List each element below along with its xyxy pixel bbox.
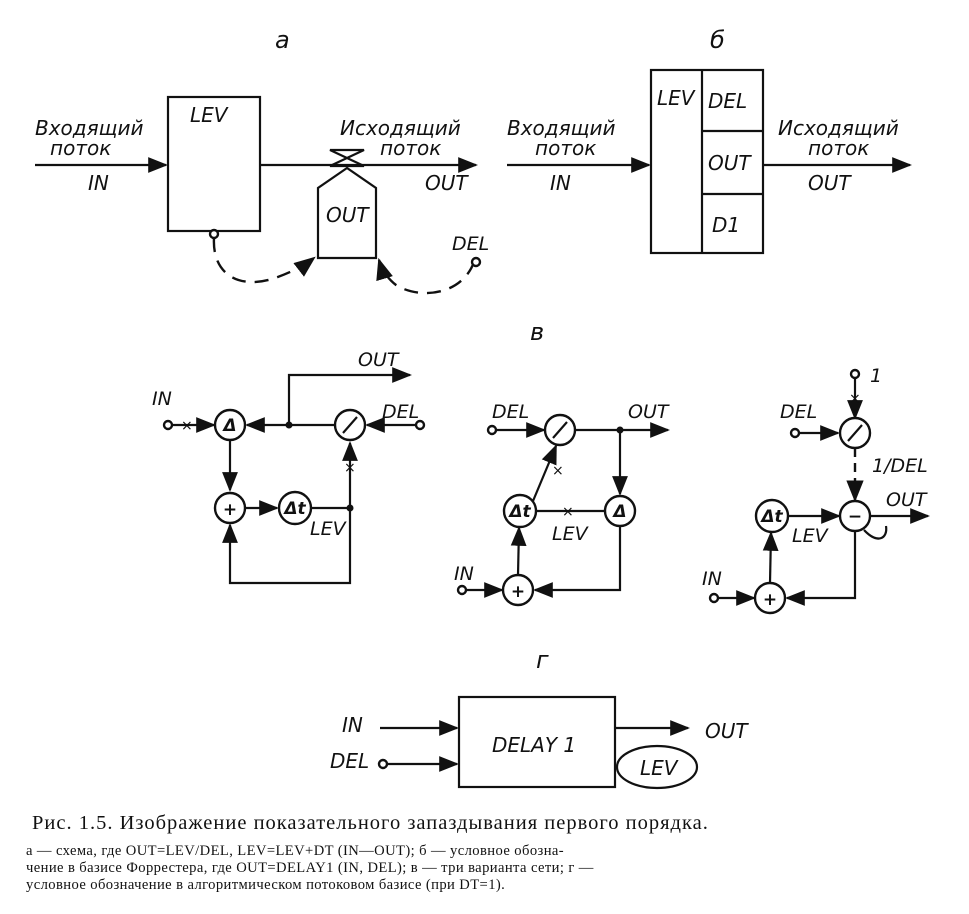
info-link-lev-out [212, 237, 316, 284]
info-link-del-out [376, 257, 476, 295]
cross-mark: × [552, 463, 564, 479]
panel-v-label: в [530, 318, 544, 346]
del-label-g: DEL [330, 749, 369, 773]
del-label-n3: DEL [780, 401, 817, 423]
network-1: IN × Δ DEL OUT + Δt LEV × [152, 349, 426, 585]
incoming-label-a-1: Входящий [35, 116, 144, 140]
out-label-n2: OUT [628, 401, 670, 423]
panel-g-label: г [536, 646, 549, 674]
lev-loop-g [615, 744, 699, 790]
minus-symbol: − [848, 507, 862, 527]
in-label-g: IN [342, 713, 363, 737]
dt-symbol: Δt [759, 507, 783, 527]
incoming-label-b-2: поток [535, 136, 596, 160]
delta-feedback-n2 [533, 526, 622, 598]
panel-b-label: б [710, 26, 725, 54]
outgoing-label-b-1: Исходящий [778, 116, 899, 140]
in-source-n1 [162, 419, 174, 431]
out-label-g: OUT [705, 719, 749, 743]
lev-feedback-n1 [222, 508, 352, 585]
network-3: 1 × DEL 1/DEL − OUT Δt LEV + IN [702, 365, 930, 615]
plus-symbol: + [223, 500, 237, 520]
lev-box-a [166, 95, 262, 233]
del-source-n2 [486, 424, 498, 436]
out-label-n1: OUT [358, 349, 400, 371]
in-label-n1: IN [152, 388, 172, 410]
plus-to-dt-n2 [510, 526, 527, 576]
del-source-a [470, 256, 482, 268]
outgoing-label-b-2: поток [808, 136, 869, 160]
caption-line-2: чение в базисе Форрестера, где OUT=DELAY… [26, 860, 594, 876]
valve-icon [329, 148, 365, 168]
d1-label-b: D1 [712, 213, 740, 237]
forrester-box [649, 68, 765, 255]
out-label-b: OUT [808, 171, 852, 195]
figure-caption: Рис. 1.5. Изображение показательного зап… [26, 812, 946, 894]
div-symbol-n2 [552, 421, 568, 439]
panel-a-label: а [275, 26, 290, 54]
del-label-a: DEL [452, 233, 489, 255]
del-source-n3 [789, 427, 801, 439]
del-source-g [377, 758, 389, 770]
caption-title: Рис. 1.5. Изображение показательного зап… [32, 812, 709, 834]
del-label-b: DEL [708, 89, 747, 113]
del-label-n2: DEL [492, 401, 529, 423]
lev-to-div-n2 [531, 444, 558, 502]
network-2: DEL OUT Δ Δt × LEV × + IN [454, 401, 670, 607]
out-valve-box [316, 166, 378, 260]
del-source-n1 [414, 419, 426, 431]
one-source-n3 [849, 368, 861, 380]
in-label-n2: IN [454, 563, 474, 585]
delay1-box [457, 695, 617, 789]
self-loop-n3 [863, 525, 888, 540]
lev-label-n1: LEV [310, 518, 348, 540]
one-label-n3: 1 [870, 365, 882, 387]
out-label-b-cell: OUT [708, 151, 752, 175]
outgoing-label-a-2: поток [380, 136, 441, 160]
lev-label-n3: LEV [792, 525, 830, 547]
out-label-n3: OUT [886, 489, 928, 511]
lev-label-n2: LEV [552, 523, 590, 545]
plus-to-dt-n3 [762, 531, 779, 584]
incoming-label-b-1: Входящий [507, 116, 616, 140]
incoming-label-a-2: поток [50, 136, 111, 160]
inv-del-label-n3: 1/DEL [872, 455, 928, 477]
outgoing-label-a-1: Исходящий [340, 116, 461, 140]
div-symbol-n1 [342, 416, 358, 434]
delta-symbol: Δ [221, 416, 236, 436]
dt-symbol: Δt [282, 499, 306, 519]
out-label-a: OUT [425, 171, 469, 195]
cross-mark: × [344, 460, 356, 476]
panel-g: г IN DEL DELAY 1 OUT LEV [330, 646, 749, 790]
lev-label-a: LEV [190, 103, 229, 127]
lev-label-g: LEV [640, 756, 679, 780]
dt-symbol: Δt [507, 502, 531, 522]
in-source-n3 [708, 592, 720, 604]
in-label-a: IN [88, 171, 109, 195]
lev-tap-a [208, 228, 220, 240]
cross-mark: × [562, 504, 574, 520]
out-label-valve: OUT [326, 203, 370, 227]
plus-symbol: + [511, 582, 525, 602]
in-label-n3: IN [702, 568, 722, 590]
panel-b: б Входящий поток IN LEV DEL OUT D1 Исход… [507, 26, 912, 255]
out-arrow-n1 [287, 367, 412, 425]
plus-symbol: + [763, 590, 777, 610]
panel-v: в IN × Δ DEL OUT + Δt LEV [152, 318, 930, 615]
caption-line-3: условное обозначение в алгоритмическом п… [26, 877, 506, 893]
panel-a: а Входящий поток IN LEV OUT Исходящий по… [35, 26, 489, 295]
del-label-n1: DEL [382, 401, 419, 423]
caption-line-1: а — схема, где OUT=LEV/DEL, LEV=LEV+DT (… [26, 843, 565, 859]
div-symbol-n3 [847, 424, 863, 442]
minus-feedback-n3 [785, 531, 857, 606]
delta-symbol: Δ [611, 502, 626, 522]
lev-label-b: LEV [657, 86, 696, 110]
in-label-b: IN [550, 171, 571, 195]
cross-mark: × [849, 391, 861, 407]
in-source-n2 [456, 584, 468, 596]
cross-mark: × [181, 418, 193, 434]
delay1-label: DELAY 1 [492, 733, 576, 757]
caption-body: а — схема, где OUT=LEV/DEL, LEV=LEV+DT (… [26, 843, 946, 894]
